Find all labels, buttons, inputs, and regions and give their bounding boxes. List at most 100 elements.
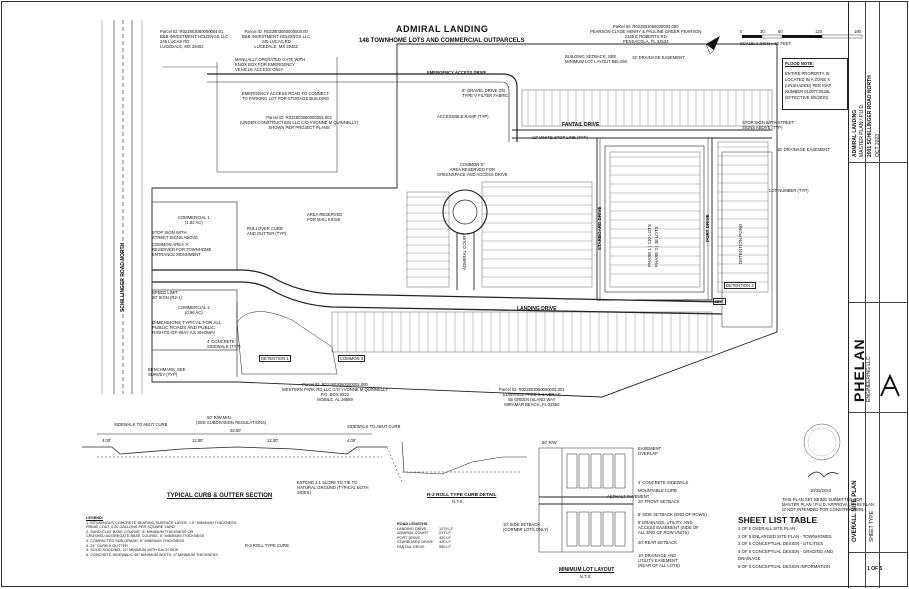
roll-curb-sketch — [401, 441, 527, 475]
min-lot-unit — [602, 453, 614, 489]
curb-slope-note: EXTEND 3:1 SLOPE TO TIE TO NATURAL GROUN… — [297, 480, 369, 495]
signature — [807, 471, 839, 478]
label-commercial-1: COMMERCIAL 1(1.82 AC) — [178, 215, 210, 225]
minlot-asphalt: ASPHALT PAVEMENT — [607, 494, 650, 499]
tb-address: 2001 SCHILLINGER ROAD NORTH — [867, 75, 873, 157]
curb-section-sketch — [82, 433, 403, 483]
scale-bar — [742, 34, 863, 39]
min-lot-unit — [590, 453, 602, 489]
curb-sidewalk-left: SIDEWALK TO ABUT CURB — [114, 422, 168, 427]
legend-r3-note: R-3 ROLL TYPE CURB — [245, 543, 289, 548]
minlot-rear-setback: 20' REAR SETBACK — [638, 540, 677, 545]
scale-label: SCALE: 1 INCH = 60 FEET — [740, 41, 792, 46]
label-common-3: COMMON 3 — [338, 355, 366, 362]
curb-dim-12b: 12.00' — [267, 438, 279, 443]
min-lot-unit — [602, 511, 614, 547]
label-detention-2: DETENTION 2 — [724, 282, 756, 289]
min-lot-unit — [590, 511, 602, 547]
flood-note-line: LOCATED IN A ZONE X — [785, 77, 831, 82]
label-detention-pond: DETENTION POND — [738, 223, 743, 264]
minlot-title: MINIMUM LOT LAYOUT — [559, 567, 615, 573]
flood-note-title: FLOOD NOTE: — [785, 61, 814, 66]
minlot-curb: MOUNTABLE CURB — [638, 488, 677, 493]
minlot-side-setback: 8' SIDE SETBACK (END OF ROWS) — [638, 512, 707, 517]
min-lot-sketch — [538, 447, 634, 553]
callout-ramp: ACCESSIBLE RAMP (TYP) — [437, 114, 489, 119]
scale-tick-180: 180 — [854, 29, 861, 34]
min-lot-unit — [614, 453, 626, 489]
tb-sheet-title: OVERALL SITE PLAN — [852, 480, 858, 542]
minlot-front-setback: 20' FRONT SETBACK — [638, 499, 680, 504]
scale-tick-0: 0 — [740, 29, 743, 34]
sheet-list-row: 3 OF 5 CONCEPTUAL DESIGN - UTILITIES — [738, 541, 824, 546]
label-commercial-2: COMMERCIAL 2(0.96 AC) — [178, 305, 210, 315]
flood-note-line: ENTIRE PROPERTY IS — [785, 71, 830, 76]
sheet-list-row: 5 OF 5 CONCEPTUAL DESIGN INFORMATION — [738, 563, 831, 569]
label-fantail-drive: FANTAIL DRIVE — [562, 122, 600, 128]
firm-logo-icon — [879, 372, 901, 398]
label-admiral-court: ADMIRAL COURT — [462, 232, 467, 270]
curb-dim-4a: 4.00' — [102, 438, 111, 443]
roll-curb-note: N.T.S. — [452, 499, 464, 504]
label-opt: OPT — [713, 298, 726, 305]
tb-date: OCT 2023 — [875, 134, 881, 157]
plan-title: ADMIRAL LANDING — [396, 24, 489, 34]
scale-tick-120: 120 — [815, 29, 822, 34]
min-lot-unit — [614, 511, 626, 547]
min-lot-unit — [566, 453, 578, 489]
seal-circle — [803, 423, 841, 461]
sheet-list-row: 4 OF 5 CONCEPTUAL DESIGN - GRADING AND D… — [738, 548, 834, 562]
label-landing-drive: LANDING DRIVE — [517, 306, 557, 312]
minlot-note: N.T.S. — [580, 574, 592, 579]
min-lot-unit — [566, 511, 578, 547]
callout-drainage-top: 15' DRAINAGE EASEMENT — [632, 55, 685, 60]
seal-date: 10/25/2023 — [810, 488, 831, 493]
tb-project2: MASTER PLAN / P.U.D. — [859, 103, 865, 157]
min-lot-unit — [578, 453, 590, 489]
firm-sub: ENGINEERING LLC — [866, 356, 872, 402]
minlot-row-label: 50' R/W — [542, 440, 557, 445]
minlot-sidewalk: 4' CONCRETE SIDEWALK — [638, 480, 689, 485]
title-block: ADMIRAL LANDING MASTER PLAN / P.U.D. 200… — [848, 2, 907, 588]
roll-curb-title: R-3 ROLL TYPE CURB DETAIL — [427, 493, 497, 498]
sheet-list-row: 2 OF 5 ENLARGED SITE PLAN - TOWNHOMES — [738, 533, 832, 539]
label-phases: PHASE 1 | 110 LOTS — [647, 224, 652, 267]
curb-dim-4b: 4.00' — [347, 438, 356, 443]
tb-project: ADMIRAL LANDING — [852, 109, 858, 157]
tb-sheet-type: SHEET TYPE — [869, 511, 875, 542]
flood-note-box: FLOOD NOTE: ENTIRE PROPERTY IS LOCATED I… — [782, 58, 848, 110]
label-starboard-drive: STARBOARD DRIVE — [597, 206, 602, 250]
flood-note-line: NUMBER 01097C0526L — [785, 89, 831, 94]
curb-row-note: (SEE SUBDIVISION REGULATIONS) — [196, 420, 267, 425]
north-arrow — [705, 36, 720, 55]
label-port-drive: PORT DRIVE — [705, 214, 710, 242]
label-detention-1: DETENTION 1 — [259, 355, 291, 362]
label-road-north: SCHILLINGER ROAD NORTH — [120, 242, 126, 312]
